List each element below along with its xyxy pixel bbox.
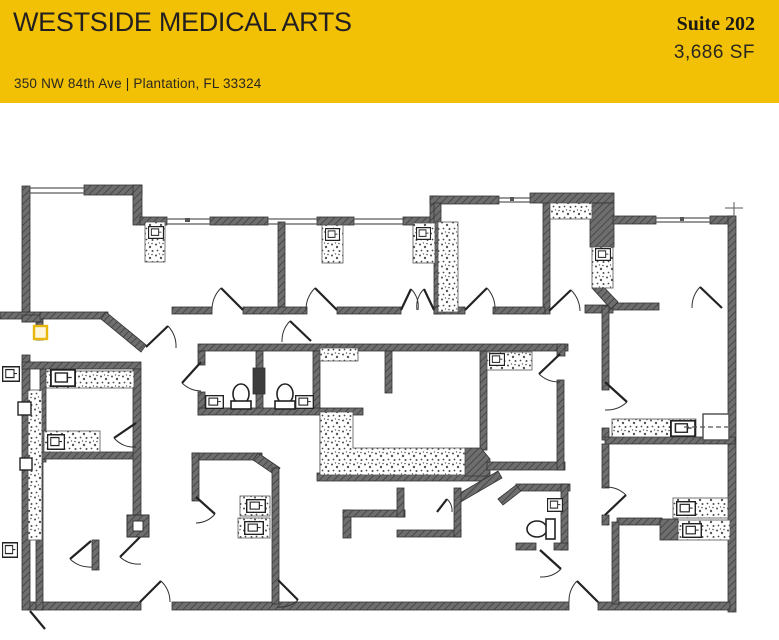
suite-entry-marker xyxy=(32,324,49,341)
toilet-symbols xyxy=(230,383,556,540)
suite-number: Suite 202 xyxy=(676,13,755,35)
walls xyxy=(0,184,737,613)
door-swings xyxy=(29,286,723,630)
property-title: WESTSIDE MEDICAL ARTS xyxy=(13,7,352,37)
equipment-dashed-line xyxy=(684,413,730,441)
window-lines xyxy=(30,187,743,225)
sink-symbols xyxy=(2,226,702,558)
suite-info-block: Suite 202 3,686 SF xyxy=(674,13,755,64)
suite-area: 3,686 SF xyxy=(673,42,755,63)
structural-column xyxy=(126,514,150,538)
header-band: WESTSIDE MEDICAL ARTS 350 NW 84th Ave | … xyxy=(0,0,779,103)
property-address: 350 NW 84th Ave | Plantation, FL 33324 xyxy=(14,76,262,91)
